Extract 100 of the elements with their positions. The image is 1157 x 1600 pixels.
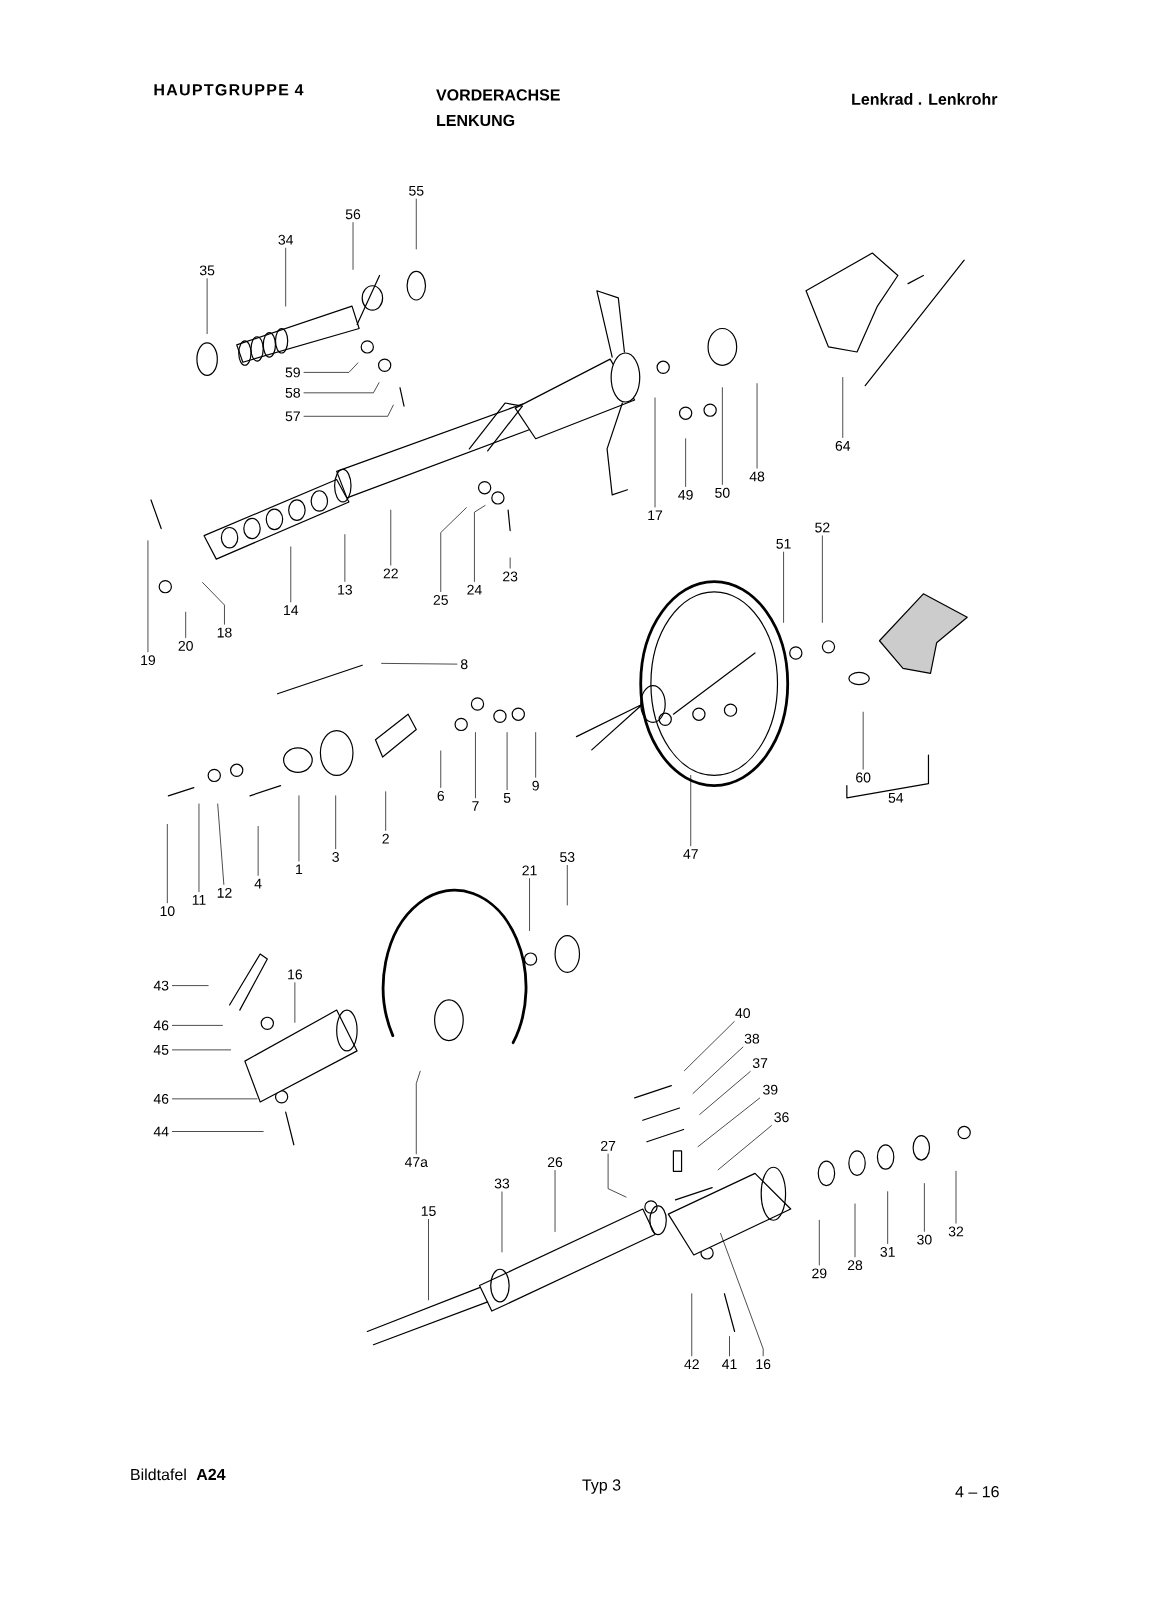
callout-number: 45 bbox=[153, 1045, 169, 1055]
callout-number: 38 bbox=[744, 1033, 760, 1044]
callout-number: 34 bbox=[278, 234, 294, 245]
leader-line bbox=[607, 1153, 627, 1198]
heading: HAUPTGRUPPE 4 bbox=[154, 84, 304, 96]
callout-number: 59 bbox=[285, 367, 300, 378]
callout-number: 13 bbox=[338, 584, 352, 595]
leader-line bbox=[335, 795, 337, 850]
callout-number: 21 bbox=[522, 865, 537, 876]
leader-line bbox=[783, 551, 784, 623]
leader-line bbox=[415, 1070, 421, 1155]
leader-line bbox=[691, 1293, 693, 1357]
callout-number: 6 bbox=[437, 790, 444, 801]
callout-number: 18 bbox=[217, 627, 232, 638]
callout-number: 12 bbox=[217, 887, 232, 898]
callout-number: 22 bbox=[383, 568, 398, 579]
leader-line bbox=[822, 535, 823, 623]
leader-line bbox=[290, 546, 292, 603]
heading: Lenkrad . Lenkrohr bbox=[852, 93, 998, 105]
callout-number: 7 bbox=[472, 801, 479, 811]
leader-line bbox=[202, 582, 225, 625]
callout-number: 32 bbox=[948, 1226, 964, 1237]
callout-number: 64 bbox=[835, 440, 851, 451]
leader-line bbox=[692, 1046, 744, 1094]
callout-number: 44 bbox=[153, 1126, 169, 1137]
leader-line bbox=[722, 387, 723, 485]
leader-line bbox=[285, 247, 287, 307]
callout-number: 39 bbox=[763, 1084, 778, 1095]
leader-line bbox=[294, 982, 296, 1023]
callout-number: 3 bbox=[332, 852, 339, 862]
leader-line bbox=[684, 1021, 735, 1071]
leader-line bbox=[147, 540, 149, 653]
callout-number: 47 bbox=[683, 849, 698, 859]
leader-line bbox=[185, 611, 187, 638]
callout-number: 50 bbox=[715, 487, 730, 498]
leader-line bbox=[697, 1097, 761, 1147]
callout-number: 2 bbox=[382, 833, 389, 844]
callout-number: 52 bbox=[815, 522, 830, 533]
leader-line bbox=[172, 1025, 223, 1026]
leader-line bbox=[172, 985, 209, 986]
leader-line bbox=[167, 824, 168, 904]
leader-line bbox=[415, 198, 417, 250]
callout-number: 29 bbox=[812, 1268, 827, 1279]
leader-line bbox=[172, 1098, 258, 1100]
leader-line bbox=[955, 1170, 957, 1224]
callout-number: 19 bbox=[141, 655, 156, 666]
callout-number: 17 bbox=[648, 510, 663, 521]
leader-line bbox=[344, 534, 346, 582]
callout-number: 10 bbox=[160, 906, 175, 917]
leader-line bbox=[717, 1125, 772, 1171]
leader-line bbox=[685, 438, 686, 487]
callout-number: 46 bbox=[153, 1020, 169, 1031]
leader-line bbox=[566, 865, 568, 906]
callout-number: 53 bbox=[560, 852, 575, 862]
callout-number: 51 bbox=[776, 538, 791, 549]
leader-line bbox=[381, 663, 458, 665]
leader-line bbox=[172, 1049, 231, 1051]
callout-number: 41 bbox=[722, 1359, 737, 1369]
callout-number: 27 bbox=[601, 1140, 616, 1151]
leader-line bbox=[172, 1131, 264, 1132]
leader-line bbox=[887, 1191, 888, 1244]
callout-number: 11 bbox=[192, 895, 206, 905]
leader-line bbox=[924, 1183, 925, 1232]
leader-line bbox=[352, 222, 354, 270]
callout-number: 28 bbox=[847, 1260, 863, 1271]
callout-number: 30 bbox=[917, 1234, 932, 1245]
callout-number: 31 bbox=[880, 1246, 895, 1257]
callout-number: 36 bbox=[774, 1112, 789, 1123]
leader-line bbox=[509, 557, 511, 569]
callout-number: 15 bbox=[421, 1206, 436, 1216]
callout-number: 1 bbox=[296, 864, 303, 875]
leader-line bbox=[298, 795, 300, 862]
callout-number: 20 bbox=[178, 640, 193, 651]
leader-line bbox=[440, 507, 467, 592]
leader-line bbox=[206, 278, 208, 334]
callout-number: 56 bbox=[345, 209, 361, 220]
leader-line bbox=[862, 711, 864, 770]
leader-line bbox=[756, 383, 758, 469]
leader-line bbox=[535, 732, 536, 778]
callout-number: 49 bbox=[678, 489, 693, 500]
callout-number: 42 bbox=[684, 1359, 699, 1369]
callout-number: 46 bbox=[153, 1093, 169, 1104]
callout-number: 35 bbox=[199, 265, 215, 276]
leader-line bbox=[475, 732, 476, 799]
leader-line bbox=[720, 1233, 764, 1357]
footer-text: 4 – 16 bbox=[955, 1486, 999, 1498]
leader-line bbox=[390, 509, 392, 566]
leader-line bbox=[257, 826, 259, 876]
callout-number: 25 bbox=[433, 595, 448, 605]
callout-number: 9 bbox=[532, 780, 539, 791]
leader-line bbox=[440, 750, 442, 788]
leader-line bbox=[654, 397, 656, 508]
leader-line bbox=[198, 803, 200, 893]
callout-number: 26 bbox=[547, 1157, 563, 1168]
callout-number: 48 bbox=[749, 471, 765, 482]
leader-line bbox=[699, 1071, 751, 1115]
footer-text: A24 bbox=[196, 1468, 226, 1480]
callout-number: 16 bbox=[756, 1359, 771, 1370]
callout-number: 5 bbox=[503, 793, 511, 803]
leader-line bbox=[303, 382, 380, 394]
